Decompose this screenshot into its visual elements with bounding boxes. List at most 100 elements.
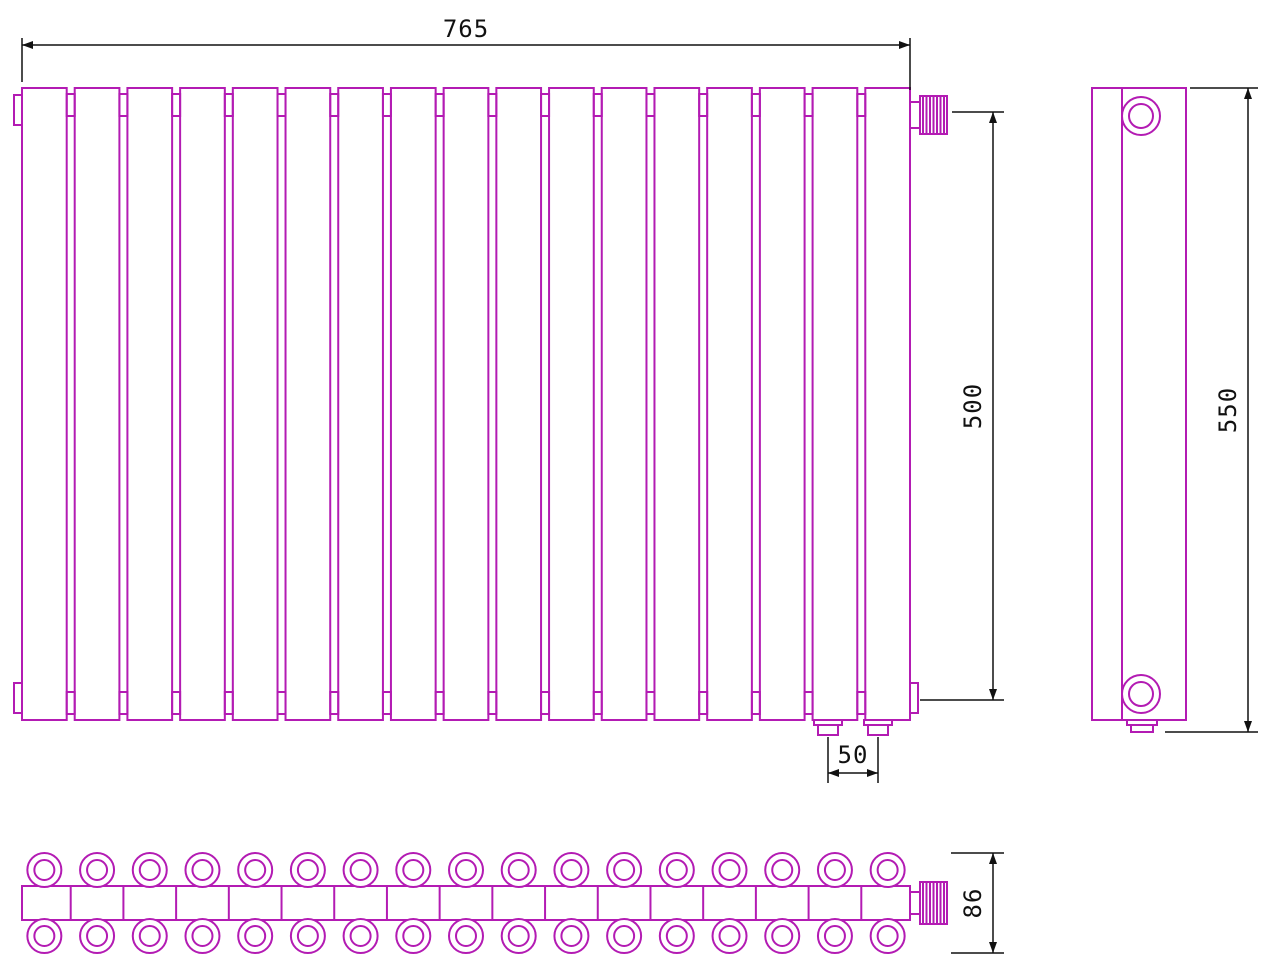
tube-port-inner [244, 859, 267, 881]
radiator-section [389, 87, 437, 721]
tube-port-inner [718, 925, 741, 947]
tube-port-outer [711, 852, 748, 888]
height-dimension-label: 500 [959, 383, 987, 429]
tube-port-outer [658, 852, 695, 888]
radiator-section [758, 87, 806, 721]
side-body [1091, 87, 1187, 721]
top-connector [276, 93, 287, 117]
bottom-connector [803, 691, 814, 715]
side-bottom-port [1121, 674, 1161, 714]
depth-dimension-label: 86 [959, 888, 987, 919]
tube-port-inner [876, 925, 899, 947]
radiator-section [653, 87, 701, 721]
tube-port-inner [138, 925, 161, 947]
tube-port-inner [560, 925, 583, 947]
top-connector [645, 93, 656, 117]
front-view [13, 87, 948, 736]
tube-port-outer [448, 852, 484, 888]
tube-port-inner [771, 859, 794, 881]
top-connector [434, 93, 445, 117]
top-connector [803, 93, 814, 117]
tube-port-outer [869, 852, 906, 888]
dimension-arrow [899, 41, 910, 49]
tube-port-outer [395, 918, 432, 954]
dimension-arrow [867, 769, 878, 777]
dimension-arrow [1244, 88, 1252, 99]
top-connector [329, 93, 340, 117]
tube-port-inner [455, 859, 477, 881]
tube-port-inner [613, 859, 636, 881]
tube-port-outer [237, 918, 274, 954]
radiator-section [495, 87, 543, 721]
radiator-section [811, 87, 859, 721]
bottom-connection-stub [867, 724, 889, 736]
tube-port-inner [507, 859, 530, 881]
tube-port-inner [33, 925, 56, 947]
radiator-section [548, 87, 595, 721]
tube-port-outer [342, 852, 379, 888]
tube-port-outer [764, 918, 801, 954]
tube-port-inner [296, 859, 319, 881]
tube-port-outer [500, 852, 537, 888]
tube-port-inner [455, 925, 477, 947]
side-top-port [1121, 96, 1161, 136]
bottom-connector [487, 691, 498, 715]
tube-port-outer [79, 852, 116, 888]
tube-port-outer [711, 918, 748, 954]
radiator-section [706, 87, 753, 721]
tube-port-outer [289, 852, 326, 888]
tube-port-inner [86, 859, 109, 881]
top-connector [856, 93, 867, 117]
top-connector [381, 93, 392, 117]
tube-port-inner [191, 925, 214, 947]
tube-port-outer [816, 918, 853, 954]
dimension-arrow [1244, 721, 1252, 732]
right-bottom-tab [909, 682, 919, 714]
bottom-connector [171, 691, 182, 715]
bottom-connector [381, 691, 392, 715]
width-dimension-label: 765 [443, 15, 489, 43]
bottom-connector [592, 691, 603, 715]
tube-port-outer [79, 918, 116, 954]
tube-port-outer [553, 918, 590, 954]
top-connector [750, 93, 761, 117]
tube-port-outer [448, 918, 484, 954]
tube-port-outer [184, 918, 221, 954]
bottom-connector [856, 691, 867, 715]
radiator-section [284, 87, 332, 721]
valve-neck [909, 101, 921, 129]
left-bottom-tab [13, 682, 23, 714]
tube-port-outer [289, 918, 326, 954]
side-bottom-stub [1130, 724, 1154, 733]
top-connector [118, 93, 129, 117]
bottom-connector [276, 691, 287, 715]
tube-port-outer [395, 852, 432, 888]
radiator-section [864, 87, 912, 721]
radiator-section [231, 87, 279, 721]
tube-port-outer [500, 918, 537, 954]
tube-port-inner [771, 925, 794, 947]
tube-port-inner [349, 859, 372, 881]
tube-port-inner [244, 925, 267, 947]
tube-port-outer [606, 852, 643, 888]
side-top-port-inner [1128, 103, 1154, 129]
tube-port-outer [26, 918, 63, 954]
bottom-connector [329, 691, 340, 715]
tube-port-outer [658, 918, 695, 954]
tube-port-inner [665, 925, 688, 947]
dimension-arrow [828, 769, 839, 777]
side-bottom-port-inner [1128, 681, 1154, 707]
plan-valve-neck [909, 891, 921, 915]
tube-port-outer [237, 852, 274, 888]
bottom-connector [118, 691, 129, 715]
manifold-band [21, 885, 911, 921]
top-connector [171, 93, 182, 117]
top-connector [65, 93, 76, 117]
tube-port-outer [764, 852, 801, 888]
tube-port-inner [296, 925, 319, 947]
top-connector [592, 93, 603, 117]
tube-port-inner [560, 859, 583, 881]
tube-port-inner [402, 859, 425, 881]
bottom-connector [645, 691, 656, 715]
